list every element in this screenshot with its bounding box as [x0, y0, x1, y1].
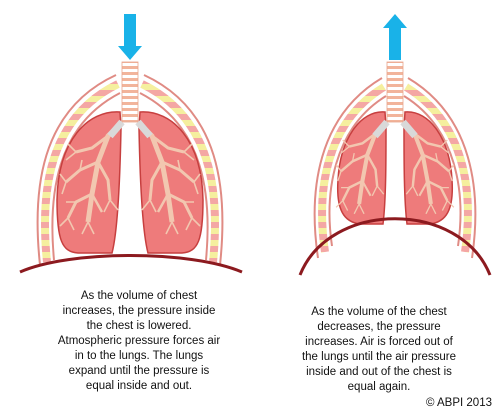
- main-bronchi: [107, 119, 153, 139]
- ribs: [40, 80, 220, 263]
- left-panel: [19, 14, 243, 274]
- right-panel: [298, 14, 492, 276]
- caption-line: expand until the pressure is: [68, 365, 210, 377]
- caption-line: decreases, the pressure: [317, 321, 441, 333]
- chest-wall: [36, 74, 224, 266]
- arrow-up-icon: [383, 14, 407, 60]
- trachea: [121, 61, 139, 123]
- caption-line: increases. Air is forced out of: [305, 336, 453, 348]
- ribs: [318, 83, 472, 253]
- caption-line: As the volume of chest: [80, 290, 198, 302]
- caption-line: inside and out of the chest is: [306, 366, 452, 378]
- caption-line: the lungs until the air pressure: [301, 351, 457, 363]
- lungs-diagram: [19, 14, 492, 276]
- caption-line: equal inside and out.: [85, 380, 193, 392]
- arrow-down-icon: [118, 14, 142, 60]
- copyright-notice: © ABPI 2013: [425, 397, 492, 409]
- diaphragm: [19, 254, 243, 274]
- left-caption: As the volume of chest increases, the pre…: [24, 289, 254, 394]
- diaphragm: [298, 217, 492, 276]
- main-bronchi: [372, 119, 418, 139]
- caption-line: As the volume of the chest: [311, 306, 447, 318]
- trachea: [386, 61, 404, 123]
- caption-line: in to the lungs. The lungs: [74, 350, 204, 362]
- chest-wall: [313, 77, 477, 259]
- caption-line: Atmospheric pressure forces air: [57, 335, 221, 347]
- caption-line: equal again.: [347, 381, 411, 393]
- caption-line: increases, the pressure inside: [62, 305, 216, 317]
- chest-wall-inner: [328, 95, 462, 247]
- caption-line: the chest is lowered.: [86, 320, 192, 332]
- right-caption: As the volume of the chest decreases, the…: [264, 305, 494, 395]
